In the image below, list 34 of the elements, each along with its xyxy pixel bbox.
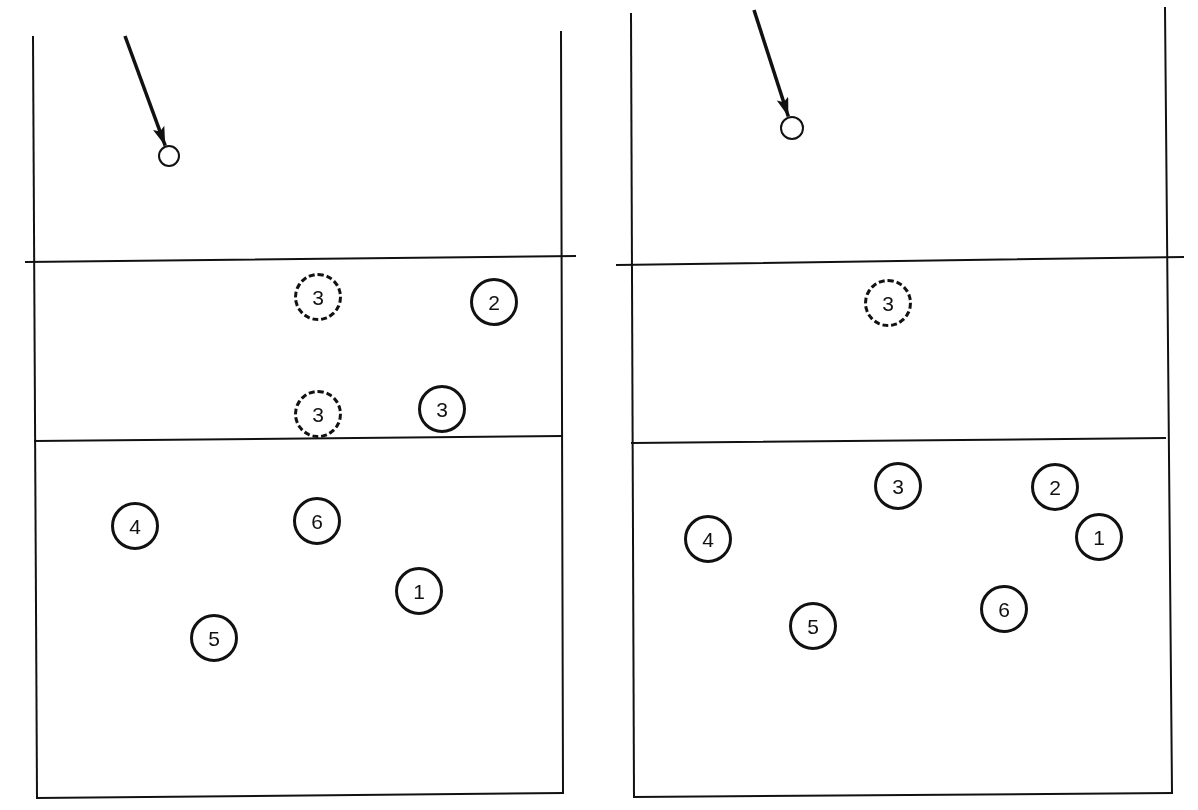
player-number: 4	[702, 528, 714, 550]
player-circle	[1075, 513, 1123, 561]
player-circle	[1031, 463, 1079, 511]
dashed-player-circle	[294, 273, 342, 321]
player-number: 2	[1049, 476, 1061, 498]
player-circle	[684, 515, 732, 563]
player-circle	[980, 585, 1028, 633]
player-number: 1	[1093, 526, 1105, 548]
player-circle	[874, 462, 922, 510]
arrow	[123, 35, 167, 147]
player-number: 3	[892, 475, 904, 497]
player-circle	[395, 567, 443, 615]
arrow	[752, 9, 790, 118]
player-circle	[190, 614, 238, 662]
player-number: 1	[413, 580, 425, 602]
ball-icon	[780, 116, 804, 140]
player-number: 3	[436, 398, 448, 420]
dashed-player-circle	[864, 279, 912, 327]
player-number: 5	[208, 627, 220, 649]
player-number: 6	[311, 510, 323, 532]
player-number: 6	[998, 598, 1010, 620]
ball-icon	[158, 145, 180, 167]
player-circle	[470, 278, 518, 326]
player-circle	[111, 502, 159, 550]
player-number: 2	[488, 291, 500, 313]
player-number: 4	[129, 515, 141, 537]
player-number: 3	[312, 286, 324, 308]
player-number: 3	[312, 403, 324, 425]
player-number: 5	[807, 615, 819, 637]
player-circle	[418, 385, 466, 433]
player-number: 3	[882, 292, 894, 314]
player-circle	[293, 497, 341, 545]
dashed-player-circle	[294, 390, 342, 438]
player-circle	[789, 602, 837, 650]
